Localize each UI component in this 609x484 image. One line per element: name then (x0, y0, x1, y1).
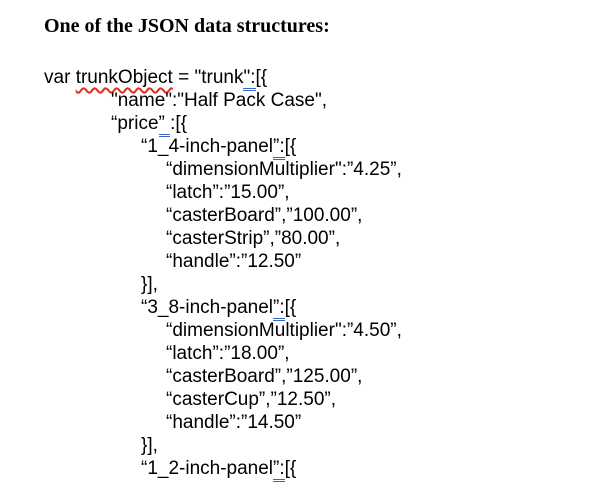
code-text: “casterCup”,”12.50”, (166, 389, 337, 410)
code-line: “dimensionMultiplier":”4.25”, (44, 158, 609, 181)
grammar-check-underline: ”: (273, 136, 285, 160)
code-text: “1_4-inch-panel (141, 136, 274, 157)
code-block: var trunkObject = "trunk":[{"name":"Half… (44, 66, 609, 482)
grammar-check-underline: ”: (273, 458, 285, 482)
code-text: [{ (284, 136, 297, 157)
code-text: "name":"Half Pack Case", (111, 90, 328, 111)
code-line: “latch”:”15.00”, (44, 181, 609, 204)
code-text: “casterStrip”,”80.00”, (166, 228, 341, 249)
code-line: }], (44, 434, 609, 457)
grammar-check-underline: ”: (273, 297, 285, 321)
code-text: var (44, 67, 76, 88)
code-line: }], (44, 273, 609, 296)
code-text: }], (141, 274, 158, 295)
code-text: “latch”:”18.00”, (166, 343, 290, 364)
code-line: “latch”:”18.00”, (44, 342, 609, 365)
code-text: “latch”:”15.00”, (166, 182, 290, 203)
code-line: “handle”:”12.50” (44, 250, 609, 273)
page-title: One of the JSON data structures: (44, 15, 330, 37)
code-line: “3_8-inch-panel”:[{ (44, 296, 609, 321)
code-text: “handle”:”12.50” (166, 251, 302, 272)
grammar-check-underline: ": (243, 67, 256, 91)
code-line: "name":"Half Pack Case", (44, 89, 609, 112)
code-text: [{ (255, 67, 268, 88)
grammar-check-underline: ” (158, 113, 171, 137)
code-text: “dimensionMultiplier":”4.50”, (166, 320, 402, 341)
code-line: “dimensionMultiplier":”4.50”, (44, 319, 609, 342)
code-line: “casterBoard”,”100.00”, (44, 204, 609, 227)
code-text: :[{ (170, 113, 188, 134)
code-text: [{ (284, 458, 297, 479)
code-text: “price (111, 113, 159, 134)
code-text: “1_2-inch-panel (141, 458, 274, 479)
code-line: “casterStrip”,”80.00”, (44, 227, 609, 250)
code-line: “handle”:”14.50” (44, 411, 609, 434)
code-text: “3_8-inch-panel (141, 297, 274, 318)
code-text: “dimensionMultiplier":”4.25”, (166, 159, 402, 180)
code-line: “1_4-inch-panel”:[{ (44, 135, 609, 160)
code-text: “handle”:”14.50” (166, 412, 302, 433)
code-text: “casterBoard”,”125.00”, (166, 366, 363, 387)
code-text: “casterBoard”,”100.00”, (166, 205, 363, 226)
code-line: “price” :[{ (44, 112, 609, 137)
code-line: “1_2-inch-panel”:[{ (44, 457, 609, 482)
code-text: [{ (284, 297, 297, 318)
code-line: var trunkObject = "trunk":[{ (44, 66, 609, 91)
code-line: “casterBoard”,”125.00”, (44, 365, 609, 388)
code-text: }], (141, 435, 158, 456)
code-line: “casterCup”,”12.50”, (44, 388, 609, 411)
spellcheck-squiggle: trunkObject (75, 67, 173, 88)
code-text: = "trunk (172, 67, 244, 88)
